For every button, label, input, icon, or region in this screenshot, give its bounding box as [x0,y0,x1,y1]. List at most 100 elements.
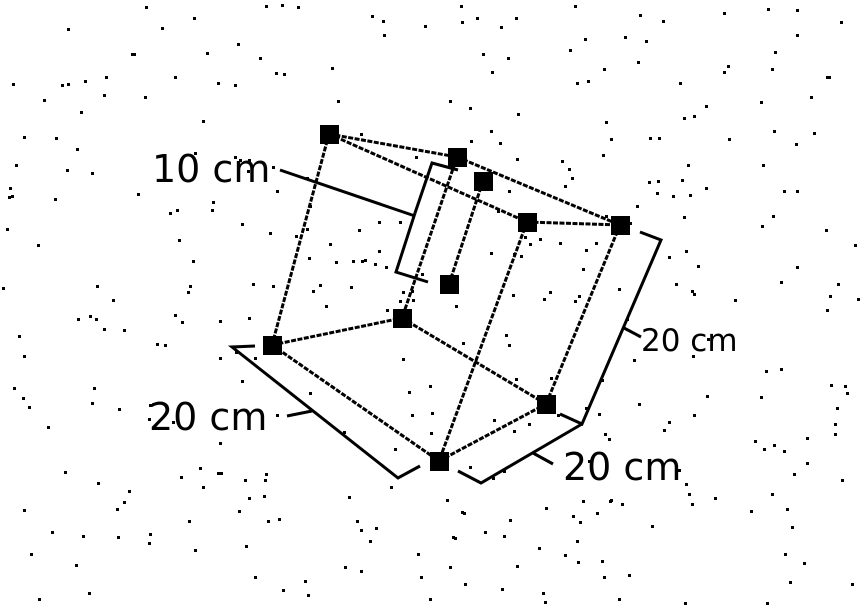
background-dot [503,470,506,473]
background-dot [402,358,405,361]
background-dot [278,518,281,521]
background-dot [117,536,120,539]
background-dot [254,576,257,579]
background-dot [352,260,355,263]
background-dot [705,105,708,108]
background-dot [383,34,386,37]
leader-right-label [623,326,642,339]
background-dot [773,130,776,133]
background-dot [678,469,681,472]
background-dot [561,160,564,163]
background-dot [9,187,12,190]
vertex-marker [320,125,339,144]
background-dot [211,209,214,212]
background-dot [75,564,78,567]
background-dot [463,512,466,515]
background-dot [269,232,272,235]
background-dot [8,196,11,199]
background-dot [621,503,624,506]
background-dot [760,101,763,104]
background-dot [248,497,251,500]
background-dot [252,283,255,286]
background-dot [836,407,839,410]
background-dot [796,34,799,37]
background-dot [598,413,601,416]
vertex-marker [518,213,537,232]
background-dot [577,561,580,564]
background-dot [247,170,250,173]
background-dot [780,281,783,284]
background-dot [304,580,307,583]
background-dot [241,223,244,226]
background-dot [276,414,279,417]
background-dot [212,201,215,204]
background-dot [415,156,418,159]
background-dot [248,159,251,162]
label-bottom-edge: 20 cm [563,445,681,489]
background-dot [11,195,14,198]
background-dot [343,431,346,434]
background-dot [576,82,579,85]
background-dot [520,255,523,258]
background-dot [263,495,266,498]
background-dot [851,583,854,586]
background-dot [18,335,21,338]
background-dot [490,252,493,255]
background-dot [608,438,611,441]
background-dot [579,521,582,524]
background-dot [220,472,223,475]
background-dot [512,294,515,297]
background-dot [378,250,381,253]
background-dot [96,285,99,288]
background-dot [633,359,636,362]
background-dot [618,288,621,291]
background-dot [603,68,606,71]
background-dot [771,493,774,496]
dimension-lines [227,161,663,485]
vertex-marker [393,309,412,328]
background-dot [657,180,660,183]
background-dot [587,80,590,83]
background-dot [648,181,651,184]
vertex-marker [611,216,630,235]
background-dot [76,148,79,151]
background-dot [91,402,94,405]
background-dot [826,309,829,312]
background-dot [319,284,322,287]
background-dot [254,357,257,360]
background-dot [668,421,671,424]
dimension-line-left [227,344,421,480]
background-dot [131,53,134,56]
background-dot [331,67,334,70]
background-dot [219,357,222,360]
vertex-marker [263,336,282,355]
background-dot [476,17,479,20]
background-dot [169,212,172,215]
background-dot [470,140,473,143]
background-dot [529,243,532,246]
background-dot [430,432,433,435]
background-dot [462,342,465,345]
background-dot [105,76,108,79]
background-dot [6,228,9,231]
background-dot [578,295,581,298]
background-dot [358,229,361,232]
background-dot [810,96,813,99]
background-dot [385,266,388,269]
background-dot [857,298,860,301]
background-dot [773,444,776,447]
background-dot [834,423,837,426]
background-dot [188,520,191,523]
background-dot [564,185,567,188]
background-dot [67,83,70,86]
background-dot [399,300,402,303]
background-dot [689,194,692,197]
background-dot [55,137,58,140]
background-dot [501,588,504,591]
background-dot [791,526,794,529]
background-dot [549,291,552,294]
background-dot [378,221,381,224]
background-dot [681,179,684,182]
background-dot [662,20,665,23]
